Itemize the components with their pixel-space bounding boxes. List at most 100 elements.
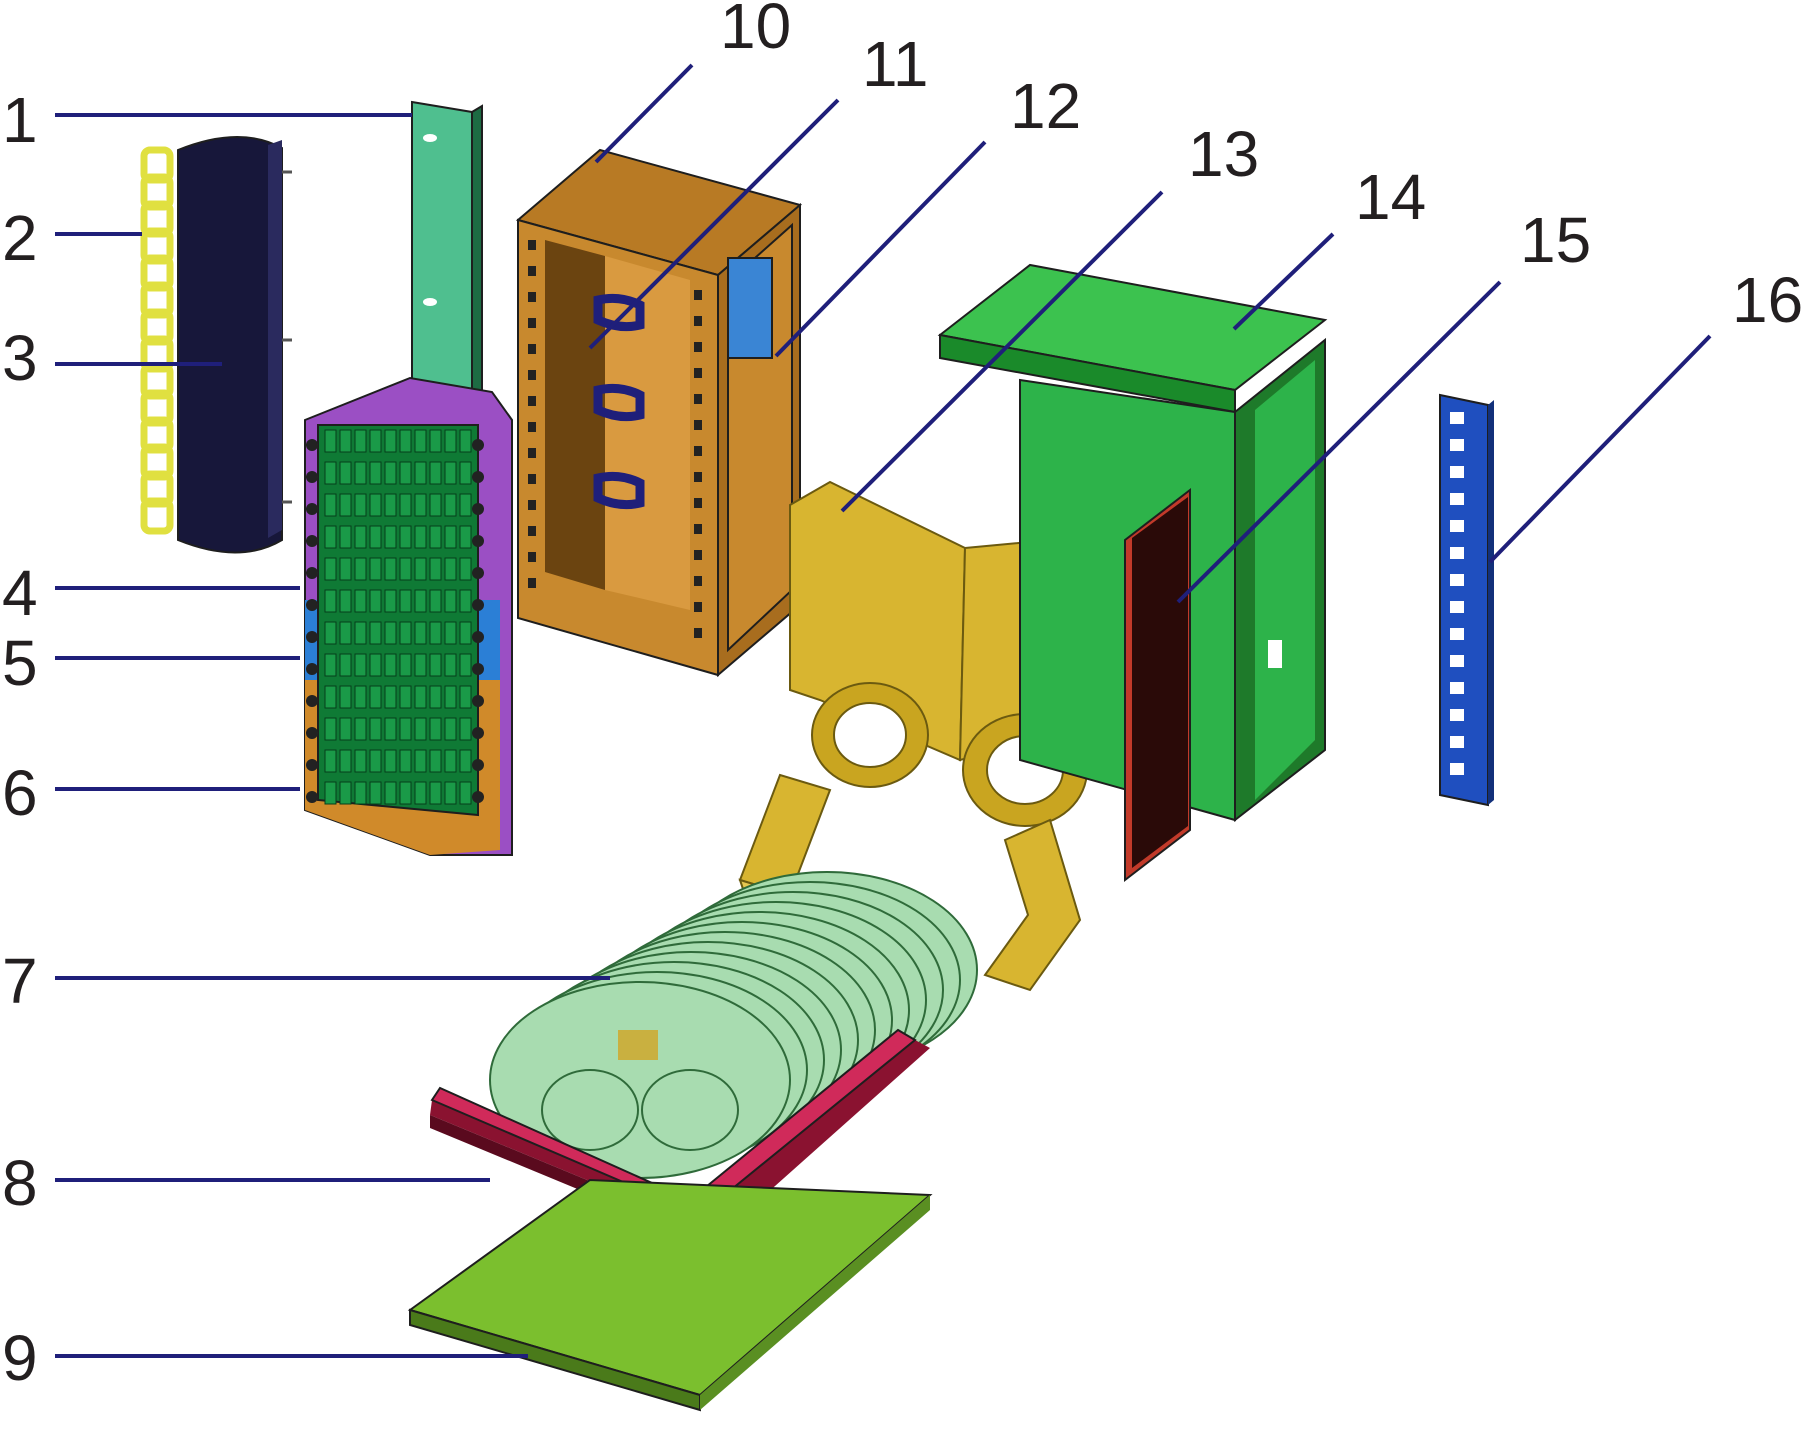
label-2: 2 [2, 202, 38, 274]
adapter-port [354, 557, 367, 581]
adapter-port [429, 557, 442, 581]
tray-knob [306, 791, 318, 803]
strip-hole [1450, 628, 1464, 640]
adapter-port [354, 717, 367, 741]
adapter-port [399, 749, 412, 773]
adapter-port [369, 781, 382, 805]
tray-knob [306, 471, 318, 483]
strip-hole [1450, 601, 1464, 613]
strip-hole [1450, 439, 1464, 451]
adapter-port [399, 429, 412, 453]
adapter-port [384, 749, 397, 773]
splice-tray-stack [489, 871, 978, 1179]
adapter-port [384, 557, 397, 581]
frame-hole [528, 526, 536, 536]
strip-hole [1450, 655, 1464, 667]
label-8: 8 [2, 1147, 38, 1219]
adapter-port [399, 557, 412, 581]
frame-hole [528, 318, 536, 328]
adapter-port [414, 525, 427, 549]
strip-hole [1450, 682, 1464, 694]
adapter-port [339, 429, 352, 453]
adapter-port [399, 685, 412, 709]
adapter-port [384, 589, 397, 613]
adapter-port [399, 493, 412, 517]
adapter-port [384, 685, 397, 709]
frame-hole [694, 628, 702, 638]
adapter-port [399, 461, 412, 485]
adapter-port [459, 589, 472, 613]
strip-hole [1450, 763, 1464, 775]
adapter-port [429, 429, 442, 453]
frame-hole [528, 552, 536, 562]
adapter-port [354, 429, 367, 453]
frame-hole [528, 474, 536, 484]
adapter-port [444, 429, 457, 453]
adapter-port [339, 557, 352, 581]
tray-knob [306, 631, 318, 643]
adapter-port [369, 589, 382, 613]
adapter-port [399, 653, 412, 677]
tray-knob [472, 727, 484, 739]
adapter-port [459, 717, 472, 741]
tray-knob [472, 695, 484, 707]
adapter-port [354, 685, 367, 709]
adapter-port [324, 525, 337, 549]
adapter-port [339, 461, 352, 485]
adapter-port [369, 461, 382, 485]
adapter-port [339, 685, 352, 709]
adapter-port [384, 653, 397, 677]
strip-hole [1450, 574, 1464, 586]
adapter-port [459, 461, 472, 485]
label-14: 14 [1355, 161, 1426, 233]
adapter-port [429, 781, 442, 805]
tray-knob [306, 663, 318, 675]
frame-hole [528, 396, 536, 406]
adapter-port [339, 653, 352, 677]
adapter-port [354, 461, 367, 485]
strip-hole [1450, 493, 1464, 505]
adapter-port [354, 653, 367, 677]
adapter-port [369, 653, 382, 677]
adapter-port [399, 621, 412, 645]
adapter-port [459, 653, 472, 677]
cable-tube [177, 136, 292, 554]
adapter-port [369, 621, 382, 645]
splice-holder [618, 1030, 658, 1060]
frame-hole [694, 368, 702, 378]
frame-hole [694, 524, 702, 534]
adapter-port [414, 557, 427, 581]
adapter-port [354, 525, 367, 549]
adapter-port [324, 653, 337, 677]
tray-knob [306, 503, 318, 515]
frame-hole [528, 448, 536, 458]
adapter-port [414, 493, 427, 517]
strip-hole [1450, 412, 1464, 424]
strip-hole [1450, 547, 1464, 559]
adapter-port [369, 429, 382, 453]
adapter-port [324, 717, 337, 741]
adapter-port [414, 621, 427, 645]
mounting-strip [411, 100, 483, 402]
frame-hole [694, 602, 702, 612]
frame-hole [694, 550, 702, 560]
adapter-port [444, 557, 457, 581]
adapter-port [354, 749, 367, 773]
strip-hole [1450, 466, 1464, 478]
adapter-port [354, 493, 367, 517]
adapter-port [459, 621, 472, 645]
adapter-port [324, 461, 337, 485]
tray-knob [472, 567, 484, 579]
cable-clips [593, 293, 645, 510]
frame-hole [694, 420, 702, 430]
tray-knob [472, 535, 484, 547]
adapter-port [369, 557, 382, 581]
frame-hole [694, 576, 702, 586]
adapter-port [339, 621, 352, 645]
adapter-port [324, 493, 337, 517]
adapter-port [459, 557, 472, 581]
tray-knob [472, 631, 484, 643]
adapter-port [384, 781, 397, 805]
tray-knob [472, 791, 484, 803]
adapter-port [414, 653, 427, 677]
